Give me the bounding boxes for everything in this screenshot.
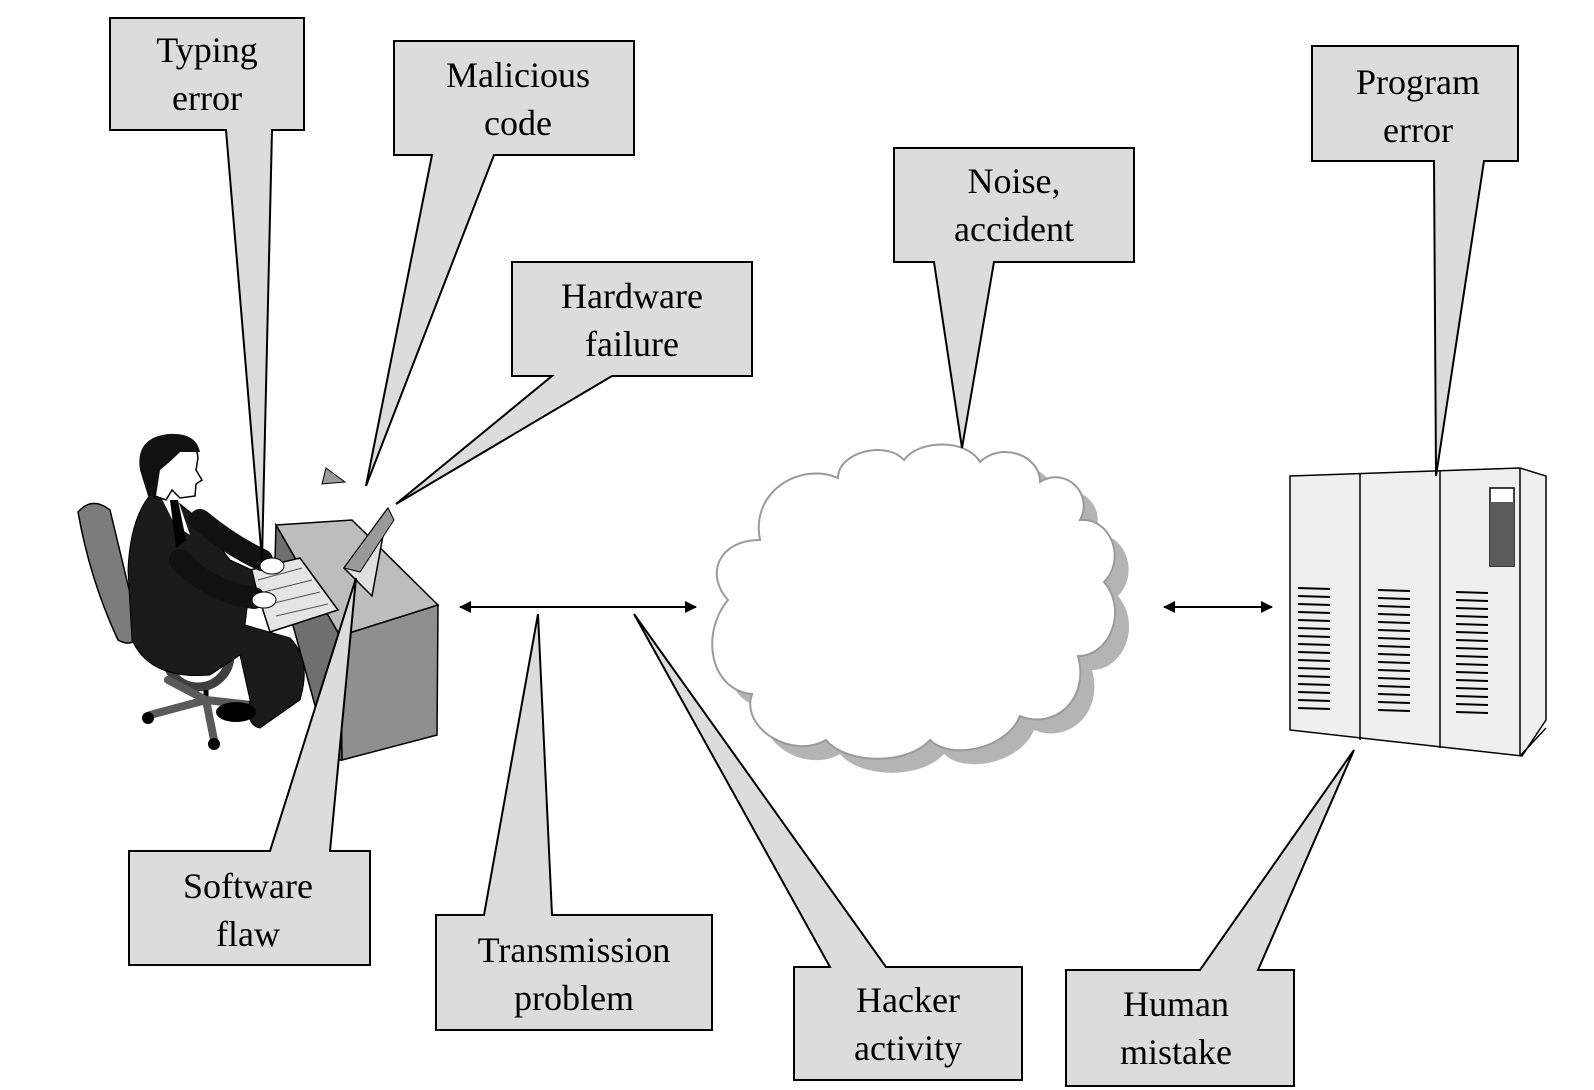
server-vent-slat (1455, 623, 1489, 626)
callout-text: error (172, 78, 242, 118)
callout-text: activity (854, 1028, 962, 1068)
server-vent-slat (1297, 619, 1331, 622)
callout-text: Program (1356, 62, 1480, 102)
callout-transmission-problem: Transmission problem (435, 613, 713, 1031)
callout-text: Malicious (446, 55, 590, 95)
server-vent-slat (1377, 701, 1411, 704)
server-vent-slat (1455, 655, 1489, 658)
server-vent-slat (1377, 589, 1411, 592)
callout-software-flaw: Software flaw (128, 577, 371, 966)
server-vent-slat (1377, 685, 1411, 688)
server-vent-slat (1377, 637, 1411, 640)
callout-text: Noise, (968, 161, 1061, 201)
server-vent-slat (1377, 677, 1411, 680)
callout-text: Typing (156, 30, 257, 70)
server-vent-slat (1455, 687, 1489, 690)
server-vent-slat (1377, 613, 1411, 616)
server-vent-slat (1455, 591, 1489, 594)
callout-typing-error: Typing error (109, 17, 305, 561)
server-vent-slat (1297, 635, 1331, 638)
callout-hardware-failure: Hardware failure (395, 261, 753, 505)
server-rack-icon (1289, 467, 1547, 757)
server-vent-slat (1377, 693, 1411, 696)
server-vent-slat (1455, 607, 1489, 610)
server-vent-slat (1297, 595, 1331, 598)
callout-text: Software (183, 866, 313, 906)
server-vent-slat (1297, 675, 1331, 678)
server-vent-slat (1455, 679, 1489, 682)
server-vent-slat (1455, 647, 1489, 650)
server-vent-slat (1455, 615, 1489, 618)
server-vent-slat (1377, 605, 1411, 608)
server-vent-slat (1455, 703, 1489, 706)
callout-noise-accident: Noise, accident (893, 147, 1135, 449)
server-vent-slat (1377, 661, 1411, 664)
server-vent-slat (1377, 645, 1411, 648)
server-vent-slat (1297, 611, 1331, 614)
server-vent-slat (1377, 709, 1411, 712)
callout-text: Hacker (856, 980, 960, 1020)
callout-text: error (1383, 110, 1453, 150)
server-vent-slat (1455, 695, 1489, 698)
callout-text: failure (585, 324, 679, 364)
server-vent-slat (1297, 627, 1331, 630)
server-vent-slat (1297, 691, 1331, 694)
server-vent-slat (1455, 599, 1489, 602)
server-vent-slat (1297, 683, 1331, 686)
callout-text: Human (1123, 984, 1229, 1024)
callout-text: Transmission (478, 930, 671, 970)
server-vent-slat (1297, 587, 1331, 590)
server-vent-slat (1377, 621, 1411, 624)
server-vent-slat (1297, 707, 1331, 710)
server-vent-slat (1297, 699, 1331, 702)
server-vent-slat (1297, 659, 1331, 662)
cloud-icon (711, 443, 1130, 773)
server-vent-slat (1455, 639, 1489, 642)
callout-text: Hardware (561, 276, 703, 316)
callout-text: mistake (1120, 1032, 1232, 1072)
server-vent-slat (1377, 597, 1411, 600)
server-vent-slat (1297, 643, 1331, 646)
callout-text: code (484, 103, 552, 143)
server-vent-slat (1377, 669, 1411, 672)
server-vent-slat (1377, 653, 1411, 656)
callout-text: flaw (216, 914, 280, 954)
callout-text: problem (514, 978, 634, 1018)
server-vent-slat (1455, 711, 1489, 714)
server-vent-slat (1455, 631, 1489, 634)
callout-malicious-code: Malicious code (365, 40, 635, 487)
callout-text: accident (954, 209, 1074, 249)
server-vent-slat (1455, 663, 1489, 666)
server-vent-slat (1455, 671, 1489, 674)
server-vent-slat (1297, 651, 1331, 654)
server-vent-slat (1297, 667, 1331, 670)
server-vent-slat (1297, 603, 1331, 606)
callout-hacker-activity: Hacker activity (633, 613, 1023, 1081)
callout-program-error: Program error (1311, 45, 1519, 477)
server-vent-slat (1377, 629, 1411, 632)
callout-human-mistake: Human mistake (1065, 749, 1355, 1087)
